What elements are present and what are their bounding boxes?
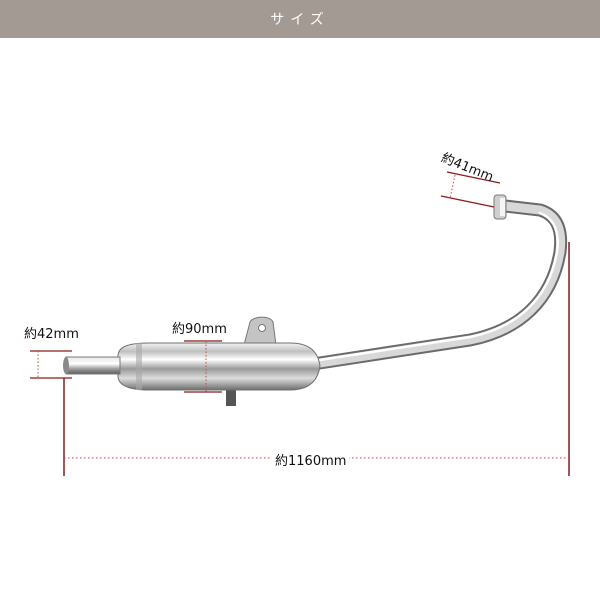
section-header: サイズ bbox=[0, 0, 600, 38]
outlet-dimension-lines bbox=[30, 350, 72, 379]
total-length-label: 約1160mm bbox=[272, 450, 350, 469]
muffler-body-icon bbox=[117, 342, 321, 391]
flange-dimension-lines bbox=[440, 171, 501, 208]
muffler-diameter-label: 約90mm bbox=[172, 322, 227, 337]
mounting-bracket-icon bbox=[243, 316, 277, 346]
exhaust-pipe-icon bbox=[293, 199, 568, 373]
lower-tab-icon bbox=[226, 388, 236, 406]
flange-icon bbox=[493, 194, 507, 220]
muffler-dimension-lines bbox=[184, 340, 222, 393]
outlet-pipe-icon bbox=[63, 356, 121, 375]
header-title: サイズ bbox=[270, 12, 330, 28]
outlet-diameter-label: 約42mm bbox=[24, 327, 79, 342]
